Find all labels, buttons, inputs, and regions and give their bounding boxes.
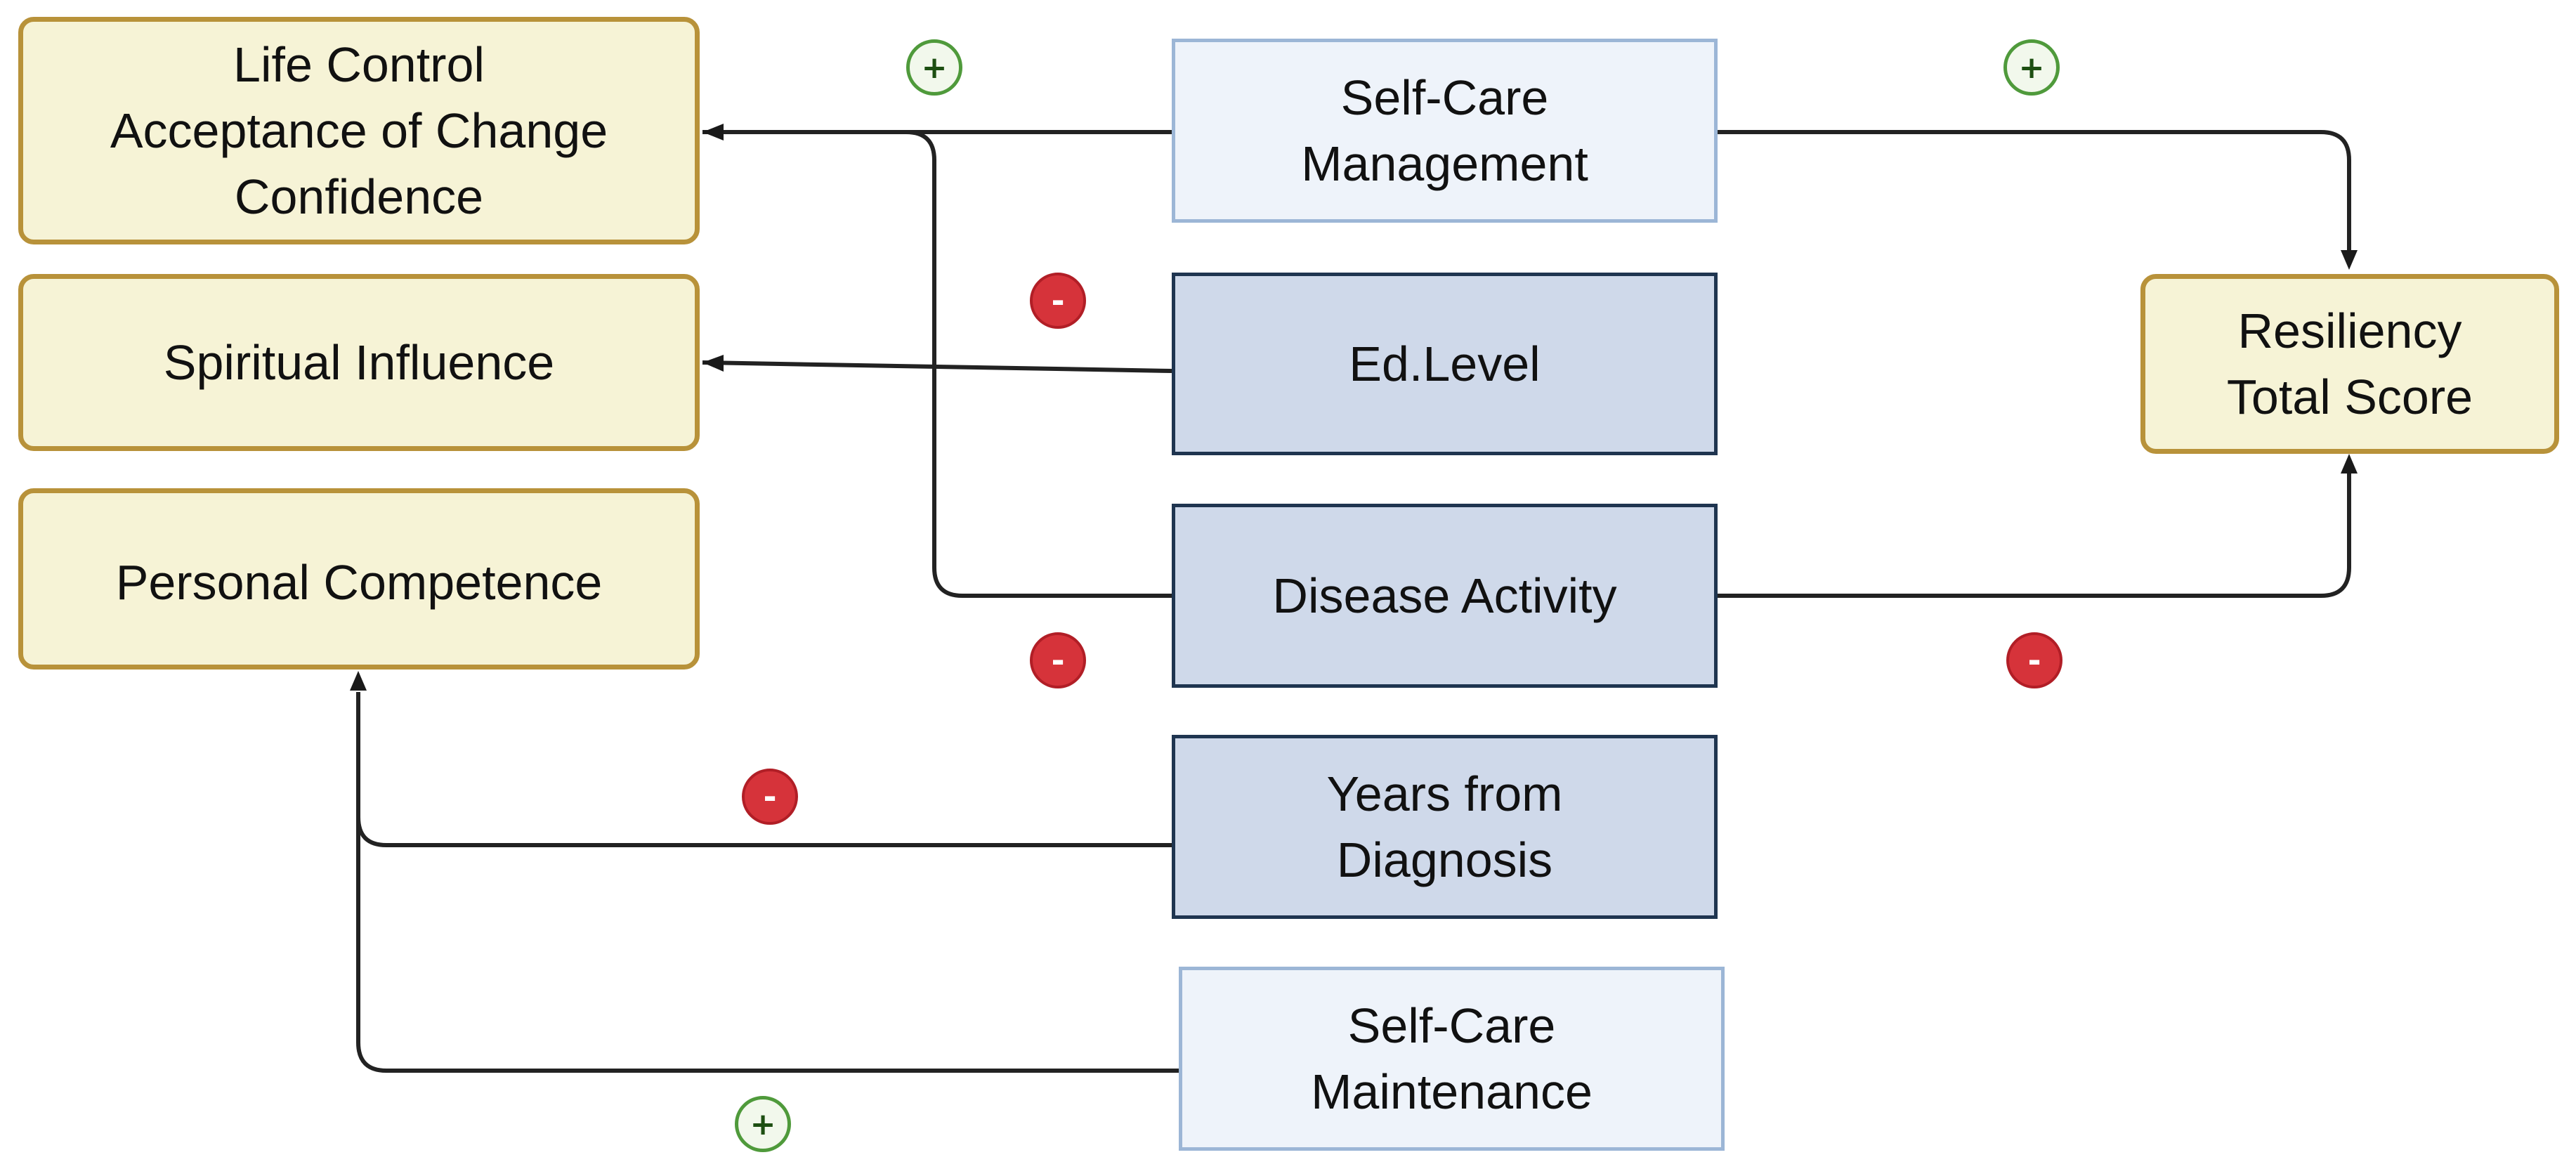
positive-sign-icon: + [735,1096,791,1152]
self-care-maintenance-box: Self-Care Maintenance [1179,967,1725,1151]
life-control-label: Life Control [233,37,485,92]
total-score-label: Total Score [2226,370,2473,424]
self-care-maintenance-line2: Maintenance [1311,1064,1593,1119]
ed-level-label: Ed.Level [1349,337,1541,391]
arrow-disease-activity-to-resiliency [1718,471,2351,598]
negative-sign-icon: - [1030,273,1086,329]
arrow-disease-activity-to-life-control [905,130,1172,598]
positive-sign-icon: + [2003,39,2060,96]
years-from-label: Years from [1326,766,1563,821]
life-control-box: Life Control Acceptance of Change Confid… [18,17,700,244]
negative-sign-icon: - [1030,632,1086,688]
arrow-ed-level-to-spiritual [702,360,1172,373]
personal-competence-box: Personal Competence [18,488,700,670]
personal-competence-label: Personal Competence [115,555,603,610]
resiliency-label: Resiliency [2237,303,2462,358]
self-care-management-line2: Management [1301,136,1588,191]
confidence-label: Confidence [234,169,484,224]
disease-activity-box: Disease Activity [1172,504,1718,688]
ed-level-box: Ed.Level [1172,273,1718,455]
self-care-maintenance-line1: Self-Care [1347,998,1556,1053]
arrow-maintenance-to-personal [356,692,1179,1073]
negative-sign-icon: - [742,769,798,825]
acceptance-of-change-label: Acceptance of Change [110,103,608,158]
diagnosis-label: Diagnosis [1336,832,1553,887]
resiliency-total-score-box: Resiliency Total Score [2140,274,2559,454]
negative-sign-icon: - [2006,632,2062,688]
years-from-diagnosis-box: Years from Diagnosis [1172,735,1718,919]
arrow-selfcare-management-to-resiliency [1718,130,2351,253]
positive-sign-icon: + [906,39,962,96]
self-care-management-box: Self-Care Management [1172,39,1718,223]
spiritual-influence-label: Spiritual Influence [163,335,555,390]
spiritual-influence-box: Spiritual Influence [18,274,700,451]
disease-activity-label: Disease Activity [1272,568,1617,623]
self-care-management-line1: Self-Care [1340,70,1549,125]
